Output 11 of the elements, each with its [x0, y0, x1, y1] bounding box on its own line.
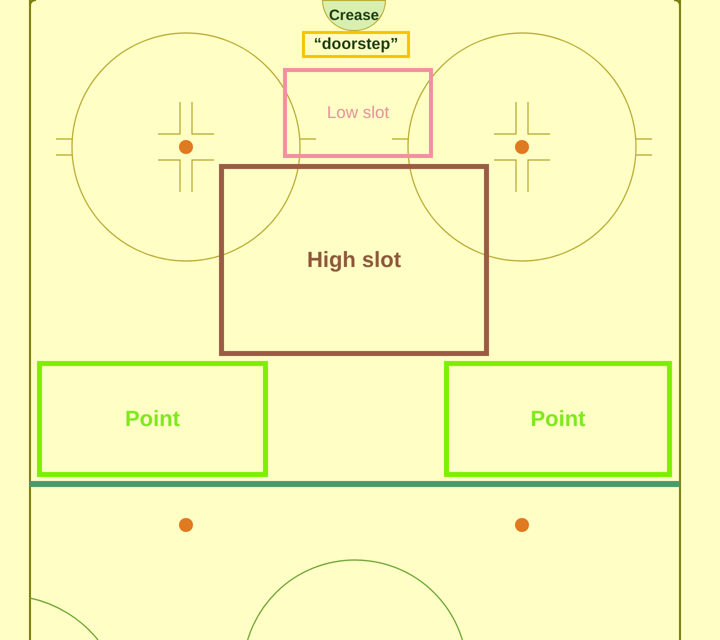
zone-label: High slot — [306, 247, 402, 273]
zone-box — [444, 361, 672, 477]
zone-box — [302, 31, 410, 58]
zone-label: Point — [530, 406, 586, 432]
zone-box — [37, 361, 268, 477]
zone-label: “doorstep” — [314, 36, 398, 54]
zone-label: Point — [125, 406, 180, 432]
zone-label: Crease — [328, 7, 380, 24]
zone-box — [283, 68, 433, 158]
zone-label: Low slot — [326, 103, 390, 123]
zone-box — [219, 164, 489, 356]
